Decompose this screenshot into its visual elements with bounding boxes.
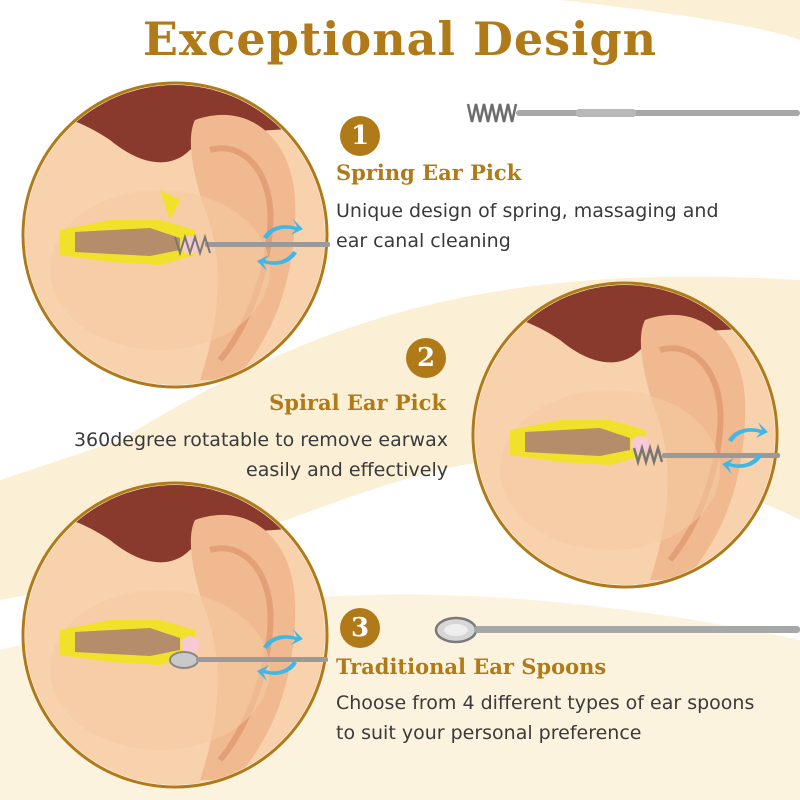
ear-illustration-3 (21, 481, 329, 789)
spoon-tool-in-ear-3 (169, 651, 328, 669)
ear-illustration-1 (21, 81, 329, 389)
spiral-ear-pick-desc-line2: easily and effectively (246, 459, 448, 481)
page-title: Exceptional Design (142, 12, 658, 66)
spring-ear-pick-desc-line1: Unique design of spring, massaging and (336, 200, 719, 222)
traditional-ear-spoons-title: Traditional Ear Spoons (336, 654, 607, 679)
traditional-ear-spoons-desc-line1: Choose from 4 different types of ear spo… (336, 692, 755, 714)
spring-ear-pick-desc-line2: ear canal cleaning (336, 230, 511, 252)
ear-illustration-2 (471, 281, 779, 589)
rotate-arrows-icon-2 (722, 422, 768, 474)
spring-ear-pick-icon (466, 103, 800, 123)
ear-spoon-icon (434, 616, 800, 644)
step-number-badge-3: 3 (340, 608, 380, 648)
rotate-arrows-icon-1 (257, 219, 303, 271)
traditional-ear-spoons-desc-line2: to suit your personal preference (336, 722, 642, 744)
spiral-tool-in-ear-2 (632, 443, 780, 467)
spring-ear-pick-title: Spring Ear Pick (336, 160, 522, 185)
step-number-badge-2: 2 (406, 338, 446, 378)
spring-tool-in-ear-1 (174, 233, 330, 257)
step-number-badge-1: 1 (340, 116, 380, 156)
spiral-ear-pick-title: Spiral Ear Pick (269, 390, 446, 415)
spiral-ear-pick-desc-line1: 360degree rotatable to remove earwax (73, 429, 448, 451)
rotate-arrows-icon-3 (257, 629, 303, 681)
